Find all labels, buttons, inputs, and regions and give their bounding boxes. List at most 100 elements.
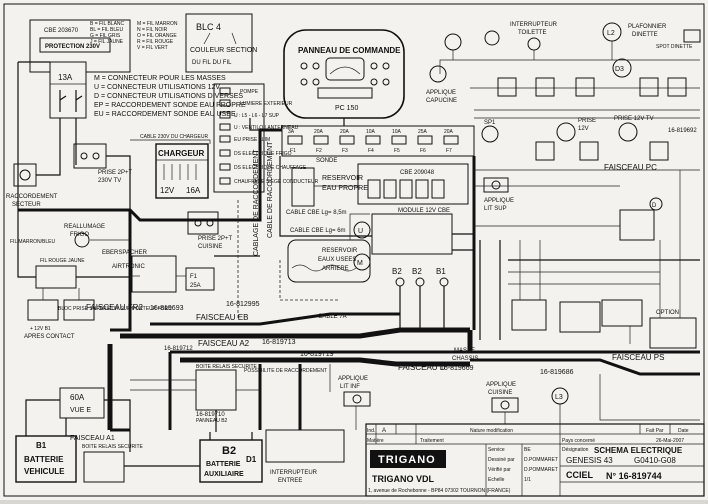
faisceau-fr2-ref: 16-819693	[150, 305, 184, 312]
fuse-name-5: F5	[394, 148, 400, 154]
trigano-logo-box	[370, 450, 446, 468]
sonde-label: SONDE	[316, 158, 337, 164]
faisceau-a1-label: FAISCEAU A1	[70, 435, 115, 442]
l2-label: L2	[607, 30, 615, 37]
d1-label: D1	[246, 455, 257, 464]
fuse-5	[391, 135, 407, 145]
b2-terminal-2: B2	[412, 267, 422, 276]
cable-cbe2-label: CABLE CBE Lg= 6m	[290, 228, 346, 234]
tb-dessine: Dessiné par	[488, 457, 515, 463]
prise-12v-label: PRISE	[578, 118, 596, 124]
sheet-border	[3, 3, 705, 497]
fuse-rating-5: 10A	[392, 129, 402, 135]
panneau-b-label: PANNEAU B2	[196, 418, 228, 424]
panel-legend-1: LUMIERE EXTERIEUR	[240, 101, 293, 107]
ref-top-label: 16-819692	[668, 128, 697, 134]
lit-sup-label: LIT SUP	[484, 206, 507, 212]
prise-cuisine-label-2: CUISINE	[198, 244, 222, 250]
m-connector	[353, 253, 371, 271]
tb-ind: Ind.	[367, 428, 375, 434]
tb-range: G0410-G08	[634, 456, 676, 465]
eberspacher-heater: EBERSPACHER AIRTRONIC F1 25A	[102, 250, 215, 293]
brand-logo: TRIGANO	[378, 454, 436, 466]
faisceau-b-ref-2: 16-819710	[196, 412, 225, 418]
tb-matiere: Matière	[367, 438, 384, 444]
faisceau-pc-label: FAISCEAU PC	[604, 163, 657, 172]
connector-legend-0: M = CONNECTEUR POUR LES MASSES	[94, 75, 226, 82]
toilet-switch	[527, 37, 541, 51]
fuse-rating-4: 10A	[366, 129, 376, 135]
battery-auxiliary-b2: B2 BATTERIE AUXILIAIRE	[199, 432, 263, 483]
prise-12v-label-2: 12V	[578, 126, 589, 132]
interrupteur-entree-label: INTERRUPTEUR	[270, 470, 318, 476]
lamp-kitchen: APPLIQUE CUISINE	[486, 382, 519, 413]
fuse-rating-6: 25A	[418, 129, 428, 135]
reservoir-usee-label-3: ARRIERE	[322, 266, 349, 272]
faisceau-a2-ref: 16-819713	[262, 339, 296, 346]
reservoir-propre-label-2: EAU PROPRE	[322, 185, 368, 192]
b2-batterie: BATTERIE	[206, 461, 241, 468]
plafonnier-label: PLAFONNIER	[628, 24, 667, 30]
raccordement-label: RACCORDEMENT	[6, 194, 58, 200]
legend-color-4: M = FIL MARRON	[137, 21, 178, 27]
tb-ind-val: A	[382, 428, 386, 434]
legend-color-7: R = FIL ROUGE	[137, 39, 174, 45]
reservoir-propre-label: RESERVOIR	[322, 175, 363, 182]
fuse-name-3: F3	[342, 148, 348, 154]
section-line2: DU FIL DU FIL	[192, 60, 232, 66]
b2-terminal: B2	[392, 267, 402, 276]
lamp-bed-upper: APPLIQUE LIT SUP	[483, 177, 514, 212]
cbe-box-label: CBE 209048	[400, 170, 435, 176]
mains-inlet: RACCORDEMENT SECTEUR	[6, 163, 58, 208]
l-left-lamp	[444, 33, 462, 51]
fuse-name-7: F7	[446, 148, 452, 154]
tb-service-val: BE	[524, 447, 531, 453]
option-box: OPTION	[649, 310, 697, 349]
faisceau-b-ref: 16-819719	[300, 351, 334, 358]
tb-model: GENESIS 43	[566, 456, 613, 465]
legend-color-6: O = FIL ORANGE	[137, 33, 177, 39]
legend-color-8: V = FIL VERT	[137, 45, 168, 51]
tb-date-val: 26-Mai-2007	[656, 438, 684, 444]
connector-d1: D1 INTERRUPTEUR ENTREE	[246, 429, 345, 484]
chassis-label: CHASSIS	[452, 356, 478, 362]
prise-cuisine-label: PRISE 2P+T	[198, 236, 233, 242]
plus-12v-label: + 12V B1	[30, 326, 51, 332]
socket-12v: PRISE 12V	[556, 118, 596, 142]
fuse-60a-sub: VUE E	[70, 407, 91, 414]
lamp-capucine: APPLIQUE CAPUCINE	[426, 65, 457, 104]
applique-lit-label: APPLIQUE	[484, 198, 514, 204]
porte-fusible-label: BLOC PRISE SUPERIEUR SUR PORTEUR FORC	[58, 306, 172, 312]
faisceau-a2-label: FAISCEAU A2	[198, 339, 250, 348]
fuse-rating-2: 20A	[314, 129, 324, 135]
plan-connection-label: POSSIBILITE DE RACCORDEMENT	[244, 368, 327, 374]
tb-designation: Désignation	[562, 447, 589, 453]
spot-dinette-label: SPOT DINETTE	[656, 44, 693, 50]
lamp-bed-lower: APPLIQUE LIT INF	[338, 376, 371, 407]
frigo-connector	[74, 232, 90, 248]
fuse-7	[443, 135, 459, 145]
capucine-label: CAPUCINE	[426, 98, 457, 104]
protection-text: PROTECTION 230V	[45, 44, 100, 50]
fuse-60a: 60A VUE E	[59, 387, 105, 419]
vehicule-label: VEHICULE	[24, 467, 65, 476]
panel-function-legend: POMPE LUMIERE EXTERIEUR U : L5 - L6 - L7…	[213, 83, 319, 193]
fuse-name-1: F1	[290, 148, 296, 154]
panel-model: PC 150	[335, 105, 358, 112]
cable-cbe-label: CABLE CBE Lg= 8,5m	[286, 210, 347, 216]
faisceau-d-ref: 16-819669	[440, 365, 474, 372]
breaker-label: 13A	[58, 73, 73, 82]
cable-raccord-label-2: CABLE DE RACCORDEMENT	[267, 141, 274, 238]
faisceau-ps-label: FAISCEAU PS	[612, 353, 664, 362]
grey-water-tank: RESERVOIR EAUX USEES ARRIERE	[287, 239, 371, 283]
tb-doc-number: N° 16-819744	[606, 471, 662, 481]
fuse-1	[287, 135, 303, 145]
wiring	[17, 41, 700, 467]
cbe-ref-text: CBE 203670	[44, 28, 79, 34]
section-line1: COULEUR SECTION	[190, 47, 257, 54]
faisceau-eb-ref: 16-812995	[226, 301, 260, 308]
faisceau-a1-ref: 16-819712	[164, 346, 193, 352]
